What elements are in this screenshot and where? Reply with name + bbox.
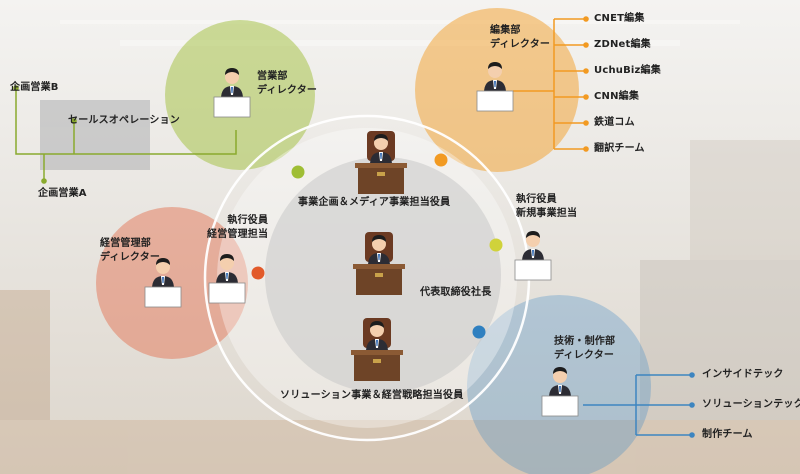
sales-branch-b: 企画営業B [10, 82, 59, 93]
tech-connector-dot [472, 325, 486, 339]
management-director-label: 経営管理部 ディレクター [100, 238, 161, 263]
background-furniture [0, 20, 800, 474]
sales-director-label: 営業部 ディレクター [257, 71, 318, 96]
editorial-branch-node [583, 94, 589, 100]
sales-branch-ops: セールスオペレーション [68, 115, 180, 126]
editorial-branch-cnet: CNET編集 [594, 13, 645, 24]
tech-branch-node [689, 432, 695, 438]
tech-branch-node [689, 372, 695, 378]
editorial-branch-node [583, 120, 589, 126]
tech-branch-solution: ソリューションテック [702, 399, 800, 410]
sales-branch-node [41, 178, 47, 184]
exec-newbiz-label: 執行役員 新規事業担当 [516, 194, 578, 219]
newbiz-connector-dot [489, 238, 503, 252]
editorial-director-label: 編集部 ディレクター [490, 25, 551, 50]
sales-branch-a: 企画営業A [38, 188, 87, 199]
editorial-connector-dot [434, 153, 448, 167]
editorial-branch-translation: 翻訳チーム [594, 143, 645, 154]
sales-branch-node [13, 85, 19, 91]
editorial-branch-node [583, 68, 589, 74]
editorial-branch-cnn: CNN編集 [594, 91, 640, 102]
tech-branch-inside: インサイドテック [702, 369, 784, 380]
tech-director-label: 技術・制作部 ディレクター [554, 336, 616, 361]
tech-branch-production: 制作チーム [702, 429, 753, 440]
exec-admin-label: 執行役員 経営管理担当 [207, 215, 269, 240]
exec-media-label: 事業企画＆メディア事業担当役員 [298, 197, 451, 208]
tech-branch-node [689, 402, 695, 408]
editorial-branch-uchubiz: UchuBiz編集 [594, 65, 661, 76]
tech-circle [467, 295, 651, 474]
sales-branch-line [15, 88, 237, 155]
department-circles [96, 8, 651, 474]
sales-connector-dot [291, 165, 305, 179]
editorial-branch-node [583, 16, 589, 22]
editorial-branch-railway: 鉄道コム [594, 117, 635, 128]
editorial-branch-node [583, 42, 589, 48]
exec-solution-label: ソリューション事業＆経営戦略担当役員 [280, 390, 464, 401]
editorial-branch-zdnet: ZDNet編集 [594, 39, 651, 50]
branch-lines [13, 16, 695, 438]
sales-branch-node [71, 118, 77, 124]
exec-ceo-label: 代表取締役社長 [420, 287, 492, 298]
management-connector-dot [251, 266, 265, 280]
connector-dots [251, 153, 503, 339]
editorial-branch-node [583, 146, 589, 152]
